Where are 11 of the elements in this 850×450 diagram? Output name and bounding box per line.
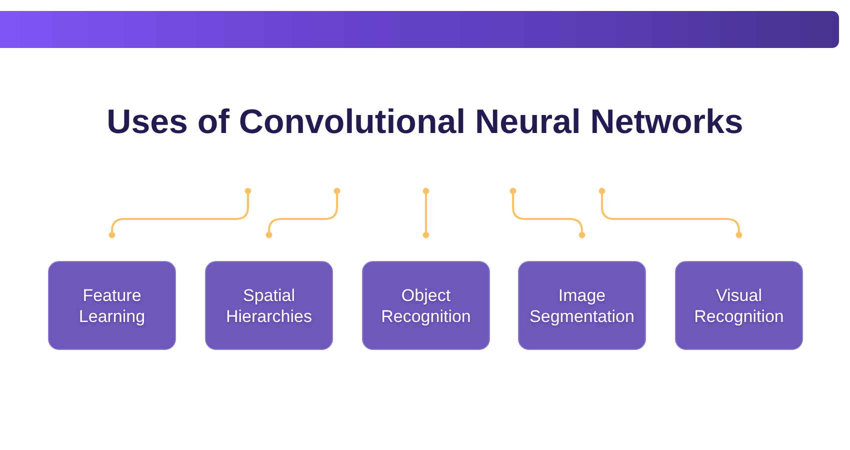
diagram-title: Uses of Convolutional Neural Networks: [106, 102, 744, 142]
box-label: Image Segmentation: [528, 284, 636, 326]
box-label: Feature Learning: [78, 284, 146, 326]
box-label: Visual Recognition: [693, 284, 785, 326]
use-box: [518, 261, 646, 350]
box-label: Spatial Hierarchies: [225, 284, 313, 326]
use-box: [362, 261, 490, 350]
use-box: [675, 261, 803, 350]
use-box: [205, 261, 333, 350]
box-label: Object Recognition: [380, 284, 472, 326]
use-box: [48, 261, 176, 350]
